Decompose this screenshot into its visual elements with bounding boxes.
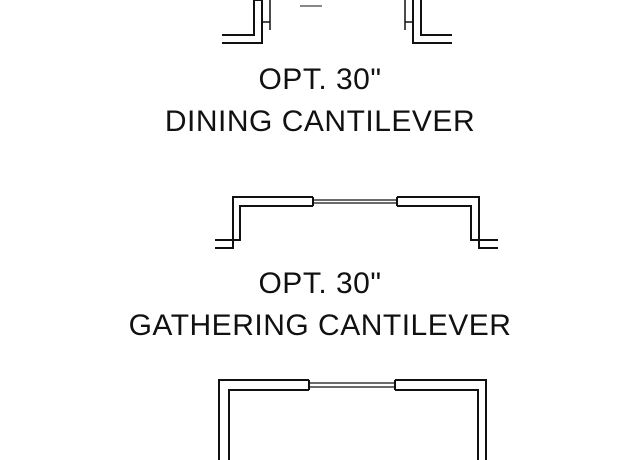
gathering-outer-wall	[215, 196, 313, 249]
lower-inner-wall-left	[228, 389, 309, 460]
gathering-inner-wall	[215, 205, 313, 241]
dining-right-wall-outer	[412, 0, 452, 44]
gathering-cantilever-outline	[215, 196, 498, 249]
lower-outer-wall-left	[218, 379, 309, 460]
gathering-inner-wall-right	[397, 205, 498, 241]
dining-right-wall-inner	[420, 0, 452, 36]
dining-cantilever-label: DINING CANTILEVER	[164, 105, 476, 138]
lower-cantilever-outline	[218, 379, 487, 460]
lower-inner-wall-right	[395, 389, 479, 460]
gathering-option-label: OPT. 30"	[258, 267, 382, 300]
gathering-cantilever-label: GATHERING CANTILEVER	[128, 309, 512, 342]
lower-outer-wall-right	[395, 379, 487, 460]
gathering-outer-wall-right	[397, 196, 498, 249]
dining-cantilever-outline	[222, 0, 452, 44]
dining-option-label: OPT. 30"	[258, 63, 382, 96]
dining-left-wall-inner	[222, 0, 255, 36]
dining-left-wall-outer	[222, 0, 263, 44]
